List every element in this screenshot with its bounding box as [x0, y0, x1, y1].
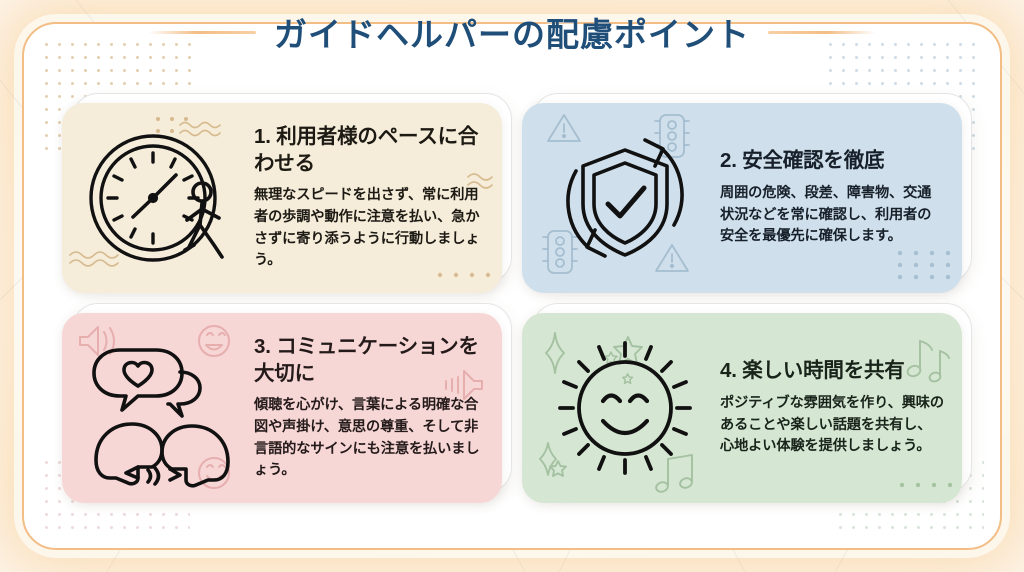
- card-slot-2: 2. 安全確認を徹底 周囲の危険、段差、障害物、交通状況などを常に確認し、利用者…: [522, 93, 972, 293]
- cards-grid: 1. 利用者様のペースに合わせる 無理なスピードを出さず、常に利用者の歩調や動作…: [44, 85, 980, 515]
- card-pace[interactable]: 1. 利用者様のペースに合わせる 無理なスピードを出さず、常に利用者の歩調や動作…: [62, 103, 502, 293]
- smiling-sun-icon: [558, 341, 692, 475]
- card-1-description: 無理なスピードを出さず、常に利用者の歩調や動作に注意を払い、急かさずに寄り添うよ…: [254, 187, 480, 269]
- card-3-description: 傾聴を心がけ、言葉による明確な合図や声掛け、意思の尊重、そして非言語的なサインに…: [254, 397, 480, 479]
- card-2-body: 2. 安全確認を徹底 周囲の危険、段差、障害物、交通状況などを常に確認し、利用者…: [720, 148, 944, 247]
- card-4-body: 4. 楽しい時間を共有 ポジティブな雰囲気を作り、興味のあることや楽しい話題を共…: [720, 358, 944, 457]
- title-rule-left-icon: [148, 30, 256, 34]
- card-4-illustration: [536, 327, 714, 489]
- two-heads-speech-bubbles-icon: [92, 348, 230, 488]
- card-slot-4: 4. 楽しい時間を共有 ポジティブな雰囲気を作り、興味のあることや楽しい話題を共…: [522, 303, 972, 503]
- card-1-body: 1. 利用者様のペースに合わせる 無理なスピードを出さず、常に利用者の歩調や動作…: [254, 124, 484, 272]
- card-3-title: 3. コミュニケーションを大切に: [254, 335, 479, 385]
- card-2-illustration: [536, 117, 714, 279]
- card-fun-time[interactable]: 4. 楽しい時間を共有 ポジティブな雰囲気を作り、興味のあることや楽しい話題を共…: [522, 313, 962, 503]
- card-2-title: 2. 安全確認を徹底: [720, 149, 885, 173]
- card-3-illustration: [76, 327, 248, 489]
- card-communication[interactable]: 3. コミュニケーションを大切に 傾聴を心がけ、言葉による明確な合図や声掛け、意…: [62, 313, 502, 503]
- card-slot-1: 1. 利用者様のペースに合わせる 無理なスピードを出さず、常に利用者の歩調や動作…: [62, 93, 512, 293]
- card-1-title: 1. 利用者様のペースに合わせる: [254, 125, 479, 175]
- shield-check-with-arrows-icon: [566, 138, 684, 258]
- card-3-body: 3. コミュニケーションを大切に 傾聴を心がけ、言葉による明確な合図や声掛け、意…: [254, 334, 484, 482]
- card-2-description: 周囲の危険、段差、障害物、交通状況などを常に確認し、利用者の安全を最優先に確保し…: [720, 184, 932, 245]
- title-rule-right-icon: [768, 30, 876, 34]
- card-4-title: 4. 楽しい時間を共有: [720, 359, 905, 383]
- page-title: ガイドヘルパーの配慮ポイント: [274, 16, 750, 53]
- clock-and-walking-person-icon: [89, 134, 224, 262]
- card-slot-3: 3. コミュニケーションを大切に 傾聴を心がけ、言葉による明確な合図や声掛け、意…: [62, 303, 512, 503]
- card-1-illustration: [76, 117, 248, 279]
- card-4-description: ポジティブな雰囲気を作り、興味のあることや楽しい話題を共有し、心地よい体験を提供…: [720, 394, 944, 455]
- card-safety[interactable]: 2. 安全確認を徹底 周囲の危険、段差、障害物、交通状況などを常に確認し、利用者…: [522, 103, 962, 293]
- page-title-row: ガイドヘルパーの配慮ポイント: [0, 8, 1024, 56]
